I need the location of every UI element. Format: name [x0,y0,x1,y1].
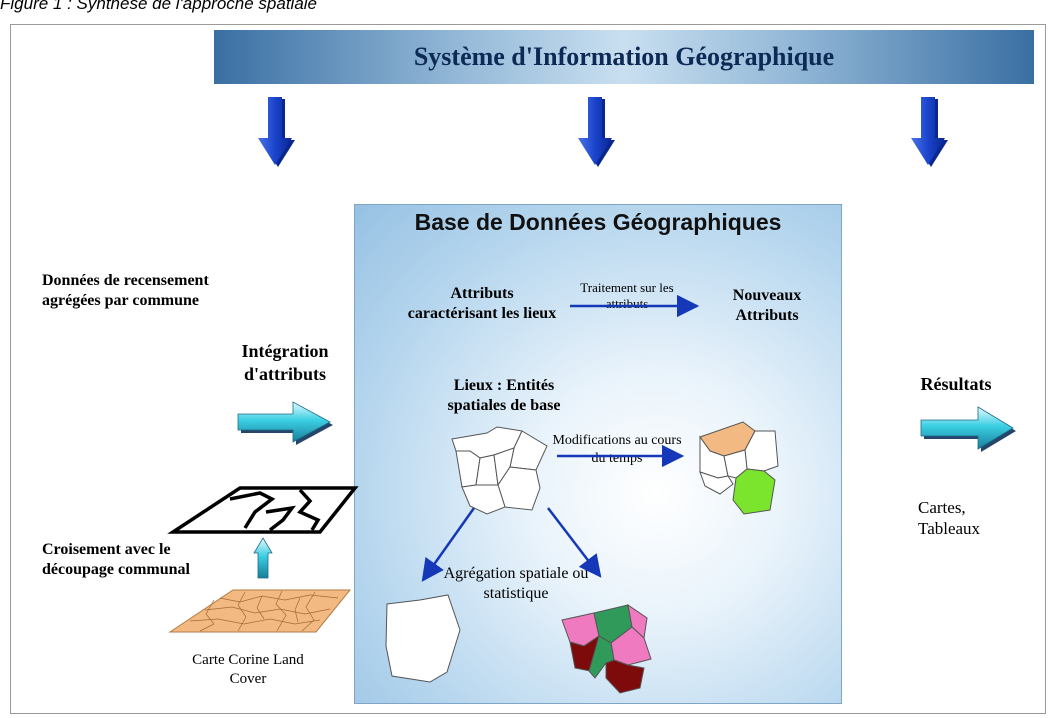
aggregation-arrow-right-icon [547,507,602,578]
figure-frame [10,24,1046,714]
figure-caption: Figure 1 : Synthèse de l'approche spatia… [0,0,317,13]
crossing-label: Croisement avec le découpage communal [42,541,190,578]
down-arrow-icon [578,97,615,167]
down-arrow-icon [911,97,948,167]
attributes-label: Attributs caractérisant les lieux [407,285,557,322]
aggregation-label: Agrégation spatiale ou statistique [443,565,589,602]
sig-banner: Système d'Information Géographique [214,30,1034,84]
sig-banner-title: Système d'Information Géographique [413,42,835,71]
modifications-label: Modifications au cours du temps [552,433,682,466]
down-arrow-icon [258,97,295,167]
new-attributes-label: Nouveaux Attributs [732,287,802,324]
outputs-label: Cartes, Tableaux [918,498,981,539]
integration-arrow-icon [237,401,333,445]
results-label: Résultats [920,374,992,394]
up-arrow-icon [253,537,273,579]
census-label: Données de recensement agrégées par comm… [42,272,209,309]
aggregation-arrow-left-icon [421,507,476,582]
modified-polygons-map [699,421,779,515]
treatment-label: Traitement sur les attributs [580,280,674,312]
database-title: Base de Données Géographiques [414,209,782,235]
commune-outline-map [167,486,359,534]
corine-land-cover-map [168,589,352,633]
aggregated-polygon-map [385,594,461,683]
statistic-polygons-map [561,603,652,694]
places-label: Lieux : Entités spatiales de base [447,377,561,414]
integration-label: Intégration d'attributs [241,341,329,384]
corine-label: Carte Corine Land Cover [192,652,304,687]
results-arrow-icon [920,406,1016,452]
base-polygons-map [451,426,548,515]
